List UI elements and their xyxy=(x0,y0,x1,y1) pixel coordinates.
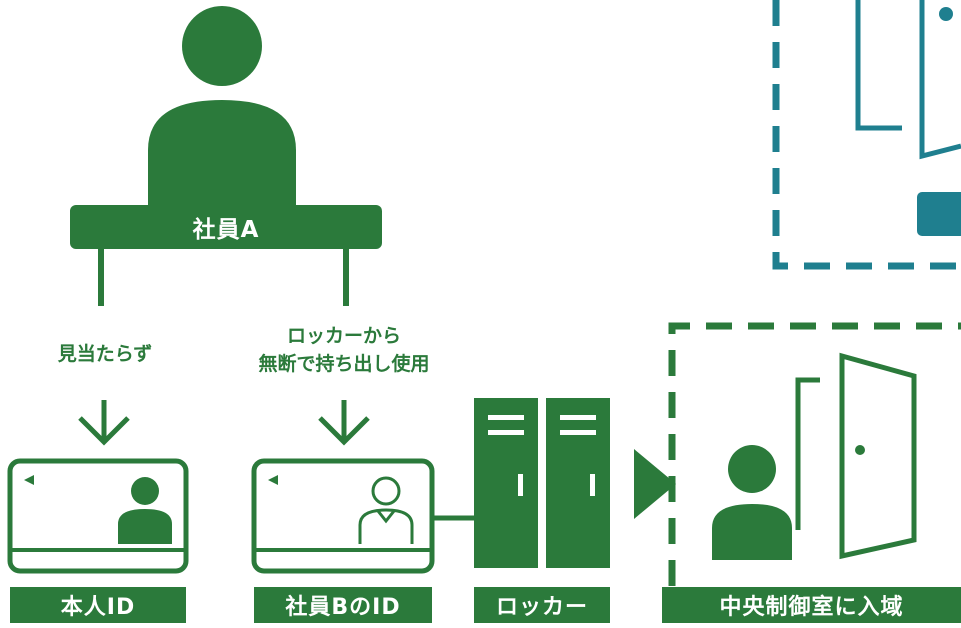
locker-icon xyxy=(474,398,610,568)
person-label: 社員A xyxy=(192,217,260,243)
id-card-outline-icon xyxy=(251,458,435,574)
door-icon xyxy=(795,352,917,560)
person-desk-bar xyxy=(70,205,382,249)
teal-door-icon xyxy=(855,0,961,160)
arrow-down-icon xyxy=(318,400,370,446)
id-card-icon xyxy=(7,458,189,574)
entry-person-icon xyxy=(712,445,792,560)
green-dashed-frame xyxy=(668,322,961,586)
label-own-id: 本人ID xyxy=(10,587,186,623)
caption-missing: 見当たらず xyxy=(57,343,153,365)
teal-dashed-frame xyxy=(772,0,961,270)
triangle-right-icon xyxy=(634,449,676,519)
arrow-down-icon xyxy=(78,400,130,446)
label-locker: ロッカー xyxy=(474,587,610,623)
label-entry: 中央制御室に入域 xyxy=(662,587,961,623)
teal-label-bar xyxy=(917,192,961,236)
caption-locker-line2: 無断で持ち出し使用 xyxy=(258,353,430,375)
label-other-id: 社員BのID xyxy=(254,587,432,623)
person-icon xyxy=(148,6,296,212)
caption-locker-line1: ロッカーから xyxy=(286,325,401,347)
